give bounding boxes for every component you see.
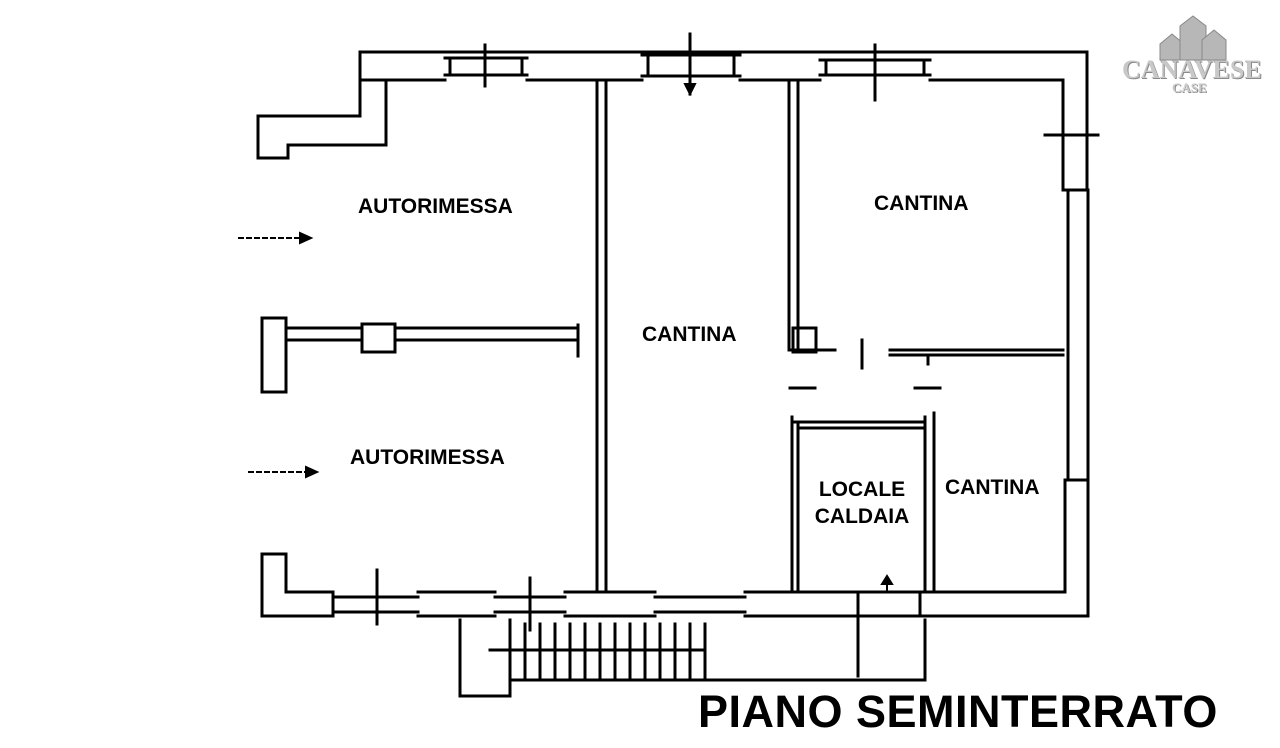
stairs-steps xyxy=(488,618,707,682)
room-label-cellar-bottom-right: CANTINA xyxy=(945,476,1040,499)
garage-arrow-bottom-head xyxy=(305,465,320,479)
room-label-garage-top: AUTORIMESSA xyxy=(358,195,513,218)
logo-sub: CASE xyxy=(1172,80,1207,95)
wall-top-left-step xyxy=(256,50,388,160)
arrow-top-window-head xyxy=(683,83,697,97)
arrow-bottom-door-head xyxy=(880,574,894,585)
logo-house-icon xyxy=(1159,15,1227,61)
plan-title: PIANO SEMINTERRATO xyxy=(698,686,1218,737)
room-label-cellar-top-right: CANTINA xyxy=(874,192,969,215)
garage-arrow-top-head xyxy=(299,231,314,245)
window-bottom-3 xyxy=(653,595,747,614)
wall-right xyxy=(1061,78,1090,618)
partition-cellar-mid xyxy=(888,348,1065,357)
room-label-cellar-center: CANTINA xyxy=(642,323,737,346)
partition-cellar-right xyxy=(787,78,837,352)
room-label-boiler-room: LOCALE CALDAIA xyxy=(814,478,910,528)
window-marks-bottom xyxy=(375,568,860,678)
room-label-garage-bottom: AUTORIMESSA xyxy=(350,446,505,469)
door-marks xyxy=(788,338,942,390)
stairs-outline xyxy=(458,618,927,698)
window-marks-top xyxy=(483,32,877,102)
partition-garage-cellar xyxy=(595,78,608,594)
logo-brand: CANAVESE xyxy=(1122,55,1262,84)
boiler-room-walls xyxy=(790,411,936,594)
wall-top xyxy=(358,50,1089,82)
garage-divider xyxy=(260,316,580,394)
wall-bottom xyxy=(260,552,1090,618)
pillar xyxy=(791,326,818,354)
